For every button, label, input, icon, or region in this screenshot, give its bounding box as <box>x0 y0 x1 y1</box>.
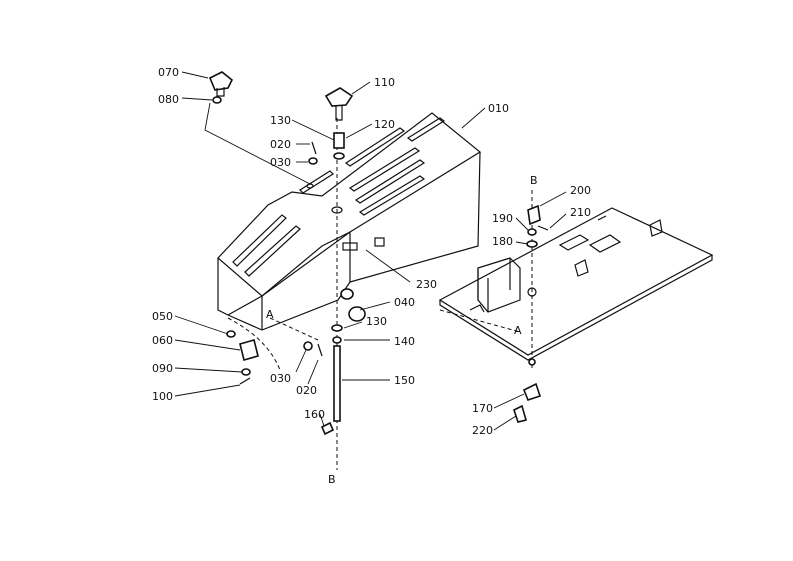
label-070: 070 <box>158 66 179 79</box>
label-150: 150 <box>394 374 415 387</box>
hardware <box>208 71 549 436</box>
base-plate <box>438 207 714 361</box>
label-080: 080 <box>158 93 179 106</box>
label-210: 210 <box>570 206 591 219</box>
part-labels: 070 080 110 130 120 010 020 030 230 040 … <box>152 66 591 486</box>
label-030-bottom: 030 <box>270 372 291 385</box>
label-050: 050 <box>152 310 173 323</box>
label-130-top: 130 <box>270 114 291 127</box>
mark-a-right: A <box>514 324 522 337</box>
label-130-bottom: 130 <box>366 315 387 328</box>
mark-b-top: B <box>530 174 538 187</box>
mark-b-bottom: B <box>328 473 336 486</box>
label-100: 100 <box>152 390 173 403</box>
label-120: 120 <box>374 118 395 131</box>
label-230: 230 <box>416 278 437 291</box>
label-040: 040 <box>394 296 415 309</box>
mark-a-left: A <box>266 308 274 321</box>
label-190: 190 <box>492 212 513 225</box>
label-140: 140 <box>394 335 415 348</box>
leader-lines <box>174 71 567 431</box>
label-060: 060 <box>152 334 173 347</box>
label-220: 220 <box>472 424 493 437</box>
label-200: 200 <box>570 184 591 197</box>
label-160: 160 <box>304 408 325 421</box>
label-030-top: 030 <box>270 156 291 169</box>
label-020-bottom: 020 <box>296 384 317 397</box>
label-180: 180 <box>492 235 513 248</box>
label-110: 110 <box>374 76 395 89</box>
label-090: 090 <box>152 362 173 375</box>
label-020-top: 020 <box>270 138 291 151</box>
label-010: 010 <box>488 102 509 115</box>
label-170: 170 <box>472 402 493 415</box>
